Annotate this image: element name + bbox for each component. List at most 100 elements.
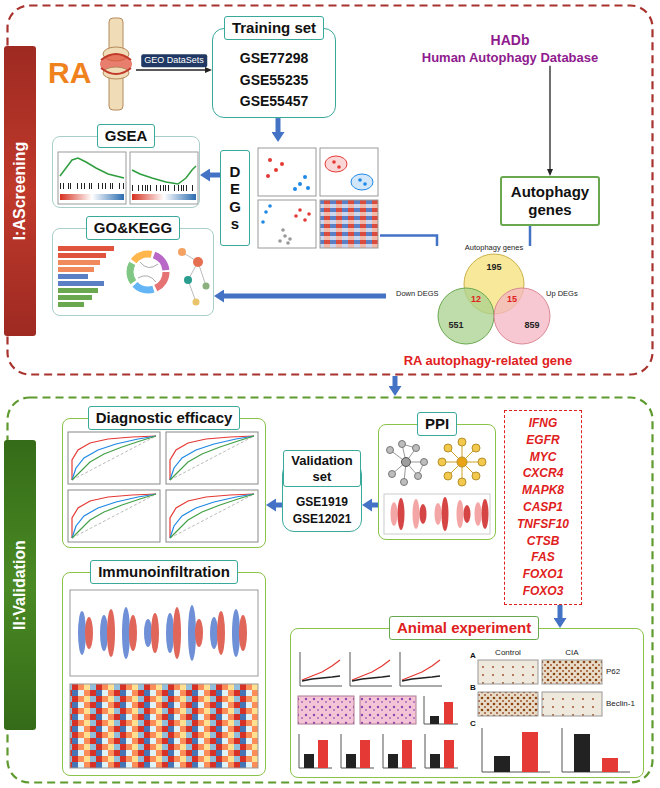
database-name: HADb: [410, 32, 610, 50]
roc-curve: [166, 432, 258, 484]
animal-plots: [574, 734, 590, 772]
flow-connector: [224, 294, 386, 299]
animal-plots: [298, 696, 354, 724]
dataset-ids: GSE77298 GSE55235 GSE55457: [213, 44, 335, 117]
marker-label: Beclin-1: [606, 700, 635, 709]
expression-bar-chart: [383, 734, 416, 768]
analysis-panel: Immunoinfiltration: [62, 572, 266, 776]
gsea-plot: [132, 185, 196, 191]
gsea-plot: [60, 194, 124, 200]
deg-plots: [286, 241, 290, 245]
ppi-network: [464, 505, 471, 523]
ppi-network: [420, 504, 427, 524]
ppi-network: [475, 502, 482, 526]
set-count: 195: [486, 263, 501, 273]
deg-plots: [258, 200, 316, 248]
expression-bar-chart: [425, 734, 458, 768]
gene-name: MYC: [509, 449, 577, 466]
box-heading: PPI: [417, 412, 457, 436]
gene-name: FOXO1: [509, 566, 577, 583]
gene-list-box: IFNGEGFRMYCCXCR4MAPK8CASP1TNFSF10CTSBFAS…: [504, 410, 582, 605]
ppi-network: [391, 502, 398, 526]
ppi-network: [435, 503, 442, 525]
go-kegg-plots: [58, 267, 94, 272]
disease-illustration: RA: [44, 20, 136, 112]
immune-plots: [173, 607, 181, 659]
animal-plots: [444, 702, 453, 724]
deg-plots: [264, 210, 268, 214]
box-heading: Immunoinfiltration: [90, 560, 238, 584]
ppi-network: [438, 458, 446, 466]
ppi-network: [472, 472, 480, 480]
gene-name: IFNG: [509, 415, 577, 432]
flow-connector: [529, 226, 532, 246]
ppi-network: [402, 458, 411, 467]
go-kegg-plots: [130, 254, 166, 290]
go-kegg-plots: [138, 262, 158, 282]
immune-plots: [129, 615, 137, 651]
analysis-panel: PPI: [378, 424, 496, 540]
animal-plots: [482, 728, 483, 772]
panel-letter: C: [470, 720, 476, 729]
deg-plots: [307, 212, 311, 216]
go-kegg-plots: [58, 246, 114, 251]
go-kegg-plots: [178, 248, 186, 256]
gene-name: MAPK8: [509, 482, 577, 499]
box-heading: GO&KEGG: [86, 216, 180, 240]
analysis-panel: DEGs: [220, 142, 380, 252]
deg-plots: [337, 165, 341, 169]
immune-plots: [85, 617, 93, 649]
go-kegg-plots: [130, 254, 166, 290]
immune-plots: [70, 590, 258, 676]
ppi-network: [444, 472, 452, 480]
roc-curve: [166, 490, 258, 542]
deg-plots: [281, 228, 285, 232]
set-count: 12: [471, 295, 481, 305]
ppi-network: [384, 494, 490, 534]
immune-plots: [100, 615, 108, 651]
animal-plots: [542, 660, 602, 684]
ppi-network: [421, 459, 428, 466]
go-kegg-plots: [58, 260, 100, 265]
go-kegg-plots: [130, 254, 166, 290]
go-kegg-plots: [58, 253, 106, 258]
weight-chart: [300, 652, 342, 686]
database-title: Human Autophagy Database: [410, 50, 610, 66]
gene-name: EGFR: [509, 432, 577, 449]
go-kegg-plots: [58, 274, 88, 279]
immune-plots: [195, 619, 203, 647]
ppi-network: [398, 498, 405, 530]
gene-name: CASP1: [509, 499, 577, 516]
flow-connector: [210, 173, 220, 178]
immune-plots: [210, 617, 218, 649]
dataset-ids: GSE1919 GSE12021: [283, 491, 361, 531]
analysis-panel: GSEA: [52, 136, 200, 208]
ppi-network: [457, 500, 464, 528]
immune-plots: [70, 684, 258, 768]
go-kegg-plots: [130, 254, 166, 290]
ppi-network: [457, 457, 467, 467]
set-name: Autophagy genes: [465, 244, 523, 252]
deg-plots: [306, 186, 310, 190]
immune-plots: [122, 607, 130, 659]
flow-connector: [393, 376, 398, 386]
deg-plots: [303, 218, 307, 222]
deg-plots: [320, 148, 378, 196]
animal-plots: [430, 716, 439, 724]
database-source: HADbHuman Autophagy Database: [410, 32, 610, 66]
set-count: 859: [524, 321, 539, 331]
deg-plots: [258, 148, 378, 248]
deg-plots: [258, 148, 316, 196]
gene-name: CTSB: [509, 533, 577, 550]
go-kegg-plots: [58, 288, 98, 293]
deg-plots: [298, 208, 302, 212]
panel-tab: I:AScreening: [4, 46, 36, 336]
gene-name: FOXO3: [509, 583, 577, 600]
animal-plots: [602, 758, 618, 772]
ppi-network: [415, 473, 422, 480]
animal-plots: [522, 732, 538, 772]
go-kegg-plots: [130, 254, 166, 290]
